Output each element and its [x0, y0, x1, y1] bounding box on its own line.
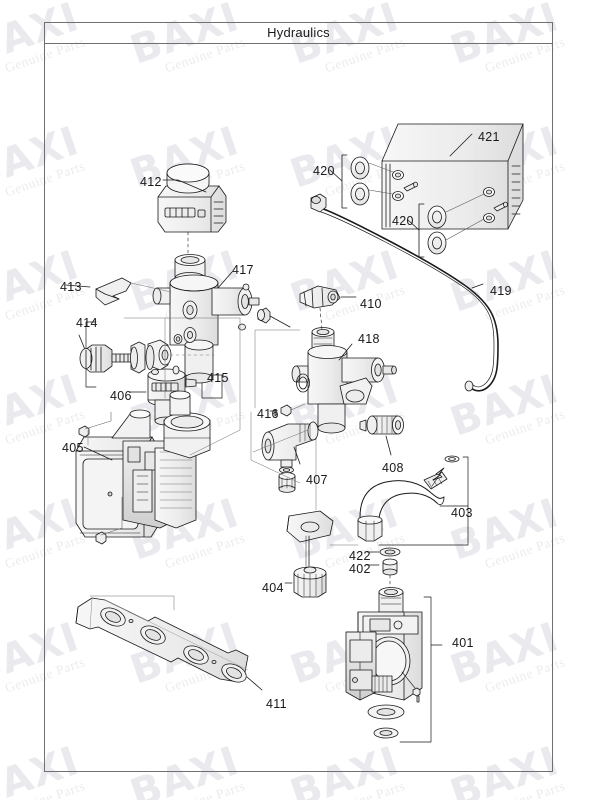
part-411-mounting-rail [75, 597, 263, 691]
callout-label-transfer-pipe: 419 [490, 284, 512, 298]
callout-label-clip-bracket: 410 [360, 297, 382, 311]
part-414-sensor-assembly [78, 321, 215, 388]
callout-label-manifold-valve: 418 [358, 332, 380, 346]
page-title: Hydraulics [267, 25, 330, 40]
callout-label-gas-valve: 401 [452, 636, 474, 650]
callout-label-mounting-rail: 411 [266, 697, 287, 711]
callout-label-elbow-fitting: 407 [306, 473, 328, 487]
callout-label-diverter-valve-body: 417 [232, 263, 254, 277]
part-410-clip-bracket [299, 285, 357, 331]
callout-label-gasket-small: 402 [349, 562, 371, 576]
callout-label-washer: 422 [349, 549, 371, 563]
callout-label-flow-switch: 406 [110, 389, 132, 403]
part-403-hose [357, 455, 469, 546]
diagram-frame [44, 22, 553, 772]
part-405-pump [75, 390, 211, 545]
part-404-bypass-cartridge [284, 510, 334, 598]
part-420-o-rings-lower [407, 193, 485, 258]
callout-label-diverter-motor: 412 [140, 175, 162, 189]
diagram-title-bar: Hydraulics [44, 22, 553, 44]
part-413-retaining-clip [65, 277, 172, 306]
part-412-diverter-motor [157, 163, 227, 261]
part-401-gas-valve [345, 587, 443, 743]
part-422-washer [366, 547, 401, 557]
part-402-gasket [366, 558, 398, 594]
part-416-screw [269, 403, 306, 417]
callout-label-flue-hose: 403 [451, 506, 473, 520]
callout-label-o-ring-pair-upper: 420 [313, 164, 335, 178]
callout-label-pump: 405 [62, 441, 84, 455]
part-408-drain-fitting [359, 415, 404, 456]
part-417-side-fasteners [238, 283, 291, 331]
callout-label-sensor-assembly: 414 [76, 316, 98, 330]
callout-label-plate-heat-exchanger: 421 [478, 130, 500, 144]
callout-label-screw: 416 [257, 407, 279, 421]
part-420-o-rings-upper [329, 154, 394, 209]
callout-label-o-ring-pair-lower: 420 [392, 214, 414, 228]
part-418-manifold-valve [291, 327, 397, 434]
assembly-guide-lines [87, 317, 359, 611]
part-407-elbow-fitting [261, 421, 319, 493]
part-419-transfer-pipe [310, 193, 499, 392]
callout-label-drain-fitting: 408 [382, 461, 404, 475]
callout-label-ntc-sensor: 415 [207, 371, 229, 385]
callout-label-retaining-clip: 413 [60, 280, 82, 294]
callout-label-bypass-cartridge: 404 [262, 581, 284, 595]
part-417-diverter-valve-body [152, 254, 260, 384]
part-421-heat-exchanger [381, 123, 524, 230]
part-o-ring-seal [296, 373, 310, 393]
